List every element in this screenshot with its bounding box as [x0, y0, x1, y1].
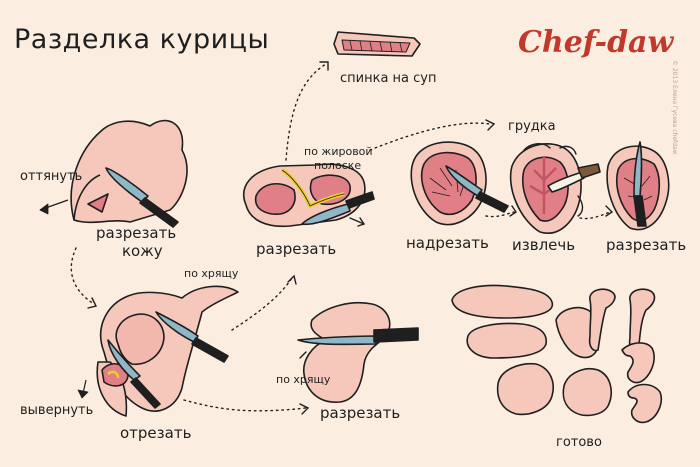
brand-logo: Chef-daw — [518, 25, 674, 60]
label-cut-center: разрезать — [256, 240, 337, 258]
knife-icon — [155, 311, 229, 363]
flow-arrows — [70, 63, 611, 412]
back-for-soup-illustration — [333, 31, 421, 57]
label-cut-right: разрезать — [606, 236, 687, 254]
leg-joint-cut-illustration — [302, 301, 391, 403]
label-cut-bottom: разрезать — [320, 404, 401, 422]
label-cut-skin-1: разрезать — [96, 224, 177, 242]
knife-icon — [445, 165, 509, 213]
label-back-for-soup: спинка на суп — [340, 71, 437, 86]
label-cut-off: отрезать — [120, 424, 192, 442]
knife-icon — [105, 167, 179, 228]
label-incise: надрезать — [406, 234, 489, 252]
label-cut-skin-2: кожу — [122, 242, 163, 260]
breast-incision-illustration — [410, 141, 487, 226]
ready-pieces-illustration — [451, 284, 662, 424]
knife-icon — [107, 339, 161, 409]
label-turn-out: вывернуть — [20, 403, 94, 418]
knife-icon — [301, 191, 375, 226]
knife-icon — [633, 141, 647, 227]
label-along-cartilage-bottom: по хрящу — [276, 373, 331, 386]
label-pull: оттянуть — [20, 169, 83, 184]
label-along-cartilage-top: по хрящу — [184, 267, 239, 280]
arrow-heads — [87, 61, 614, 415]
breast-fat-line-illustration — [243, 163, 366, 228]
label-along-fat-line-1: по жировой — [304, 145, 373, 158]
knife-icon — [297, 327, 419, 346]
breast-bone-removal-illustration — [509, 142, 582, 234]
label-extract: извлечь — [512, 236, 576, 254]
label-ready: готово — [556, 435, 602, 450]
page-title: Разделка курицы — [14, 24, 270, 55]
label-along-fat-line-2: полоске — [314, 159, 362, 172]
copyright-note: © 2013 Елена Гусева chefdaw — [671, 60, 678, 155]
whole-chicken-skin-cut-illustration — [39, 119, 188, 224]
bone-icon — [547, 163, 601, 193]
label-breast: грудка — [508, 119, 556, 134]
